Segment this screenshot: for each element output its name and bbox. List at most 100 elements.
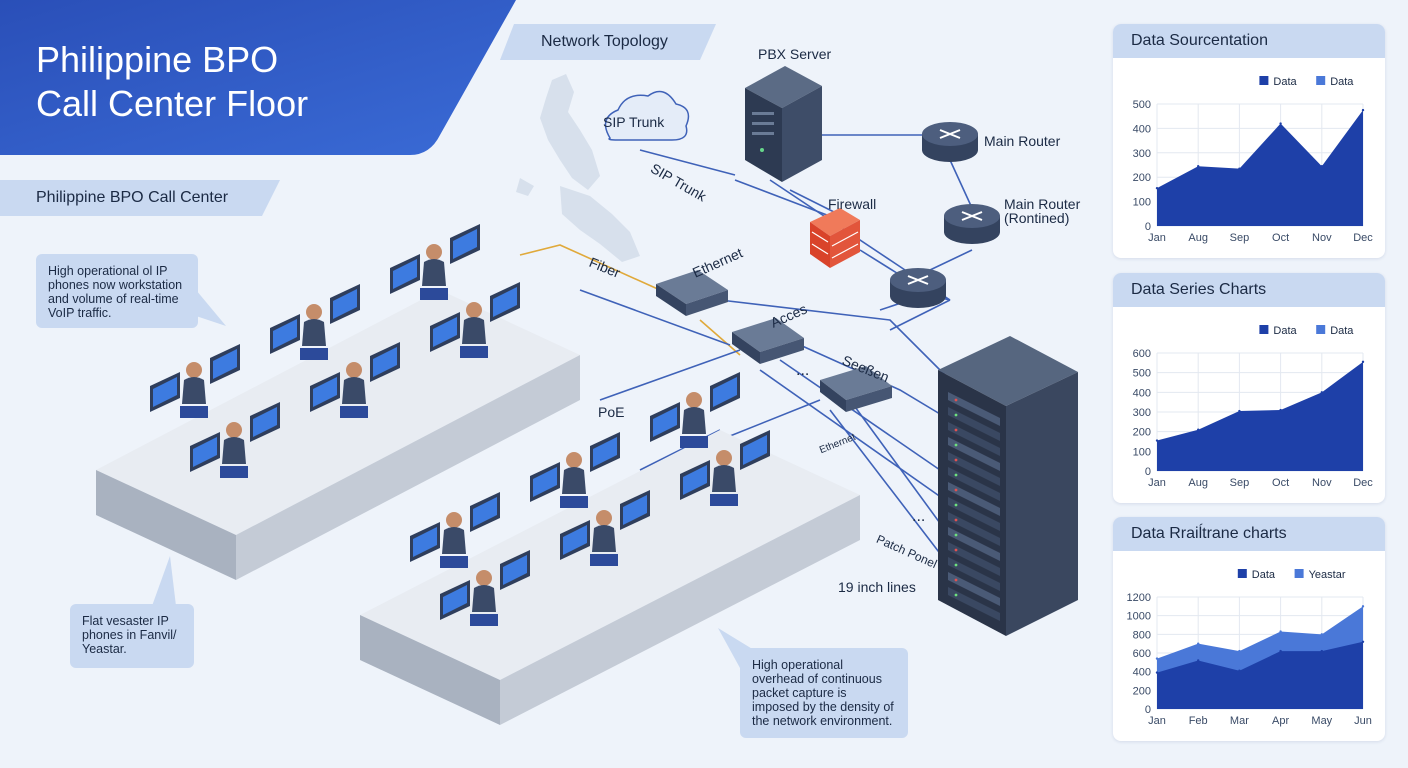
legend-label: Data [1330,325,1354,337]
data-point [1155,657,1159,660]
rack-unit [948,587,1000,621]
agent-head [476,570,492,586]
y-tick-label: 400 [1133,123,1151,135]
x-tick-label: Aug [1188,232,1208,244]
agent-head [686,392,702,408]
x-tick-label: Dec [1353,477,1373,489]
legend-label: Data [1273,76,1297,88]
main-router-label: Main Router [984,133,1061,149]
rack-led [954,518,958,522]
data-point [1238,167,1241,170]
rack-led [954,488,958,492]
x-tick-label: Sep [1230,232,1250,244]
chart-2-title: Data Series Charts [1113,273,1385,307]
data-point [1279,649,1282,653]
legend-swatch [1294,569,1304,578]
y-tick-label: 600 [1133,648,1151,660]
rack-led [954,548,958,552]
rack-led [954,458,958,462]
monitor-screen [563,525,587,555]
monitor-screen [433,317,457,347]
philippines-map-shape [516,74,640,262]
section-label: Philippine BPO Call Center [36,189,229,206]
series-area-0 [1157,641,1363,709]
series-area-0 [1157,110,1363,226]
monitor-screen [473,497,497,527]
agent-body [342,377,366,404]
chair [340,406,368,418]
monitor-screen [713,377,737,407]
main-router-routined-line-2: (Rontined) [1004,210,1070,226]
monitor-screen [213,349,237,379]
data-point [1361,108,1365,112]
rack-unit [948,407,1000,441]
y-tick-label: 100 [1133,446,1151,458]
x-tick-label: Dec [1353,232,1373,244]
data-point [1279,122,1282,125]
rack-unit [948,557,1000,591]
x-tick-label: May [1311,715,1332,727]
callout-ip-phones: High operational ol IP phones now workst… [36,254,198,328]
chair [300,348,328,360]
x-tick-label: Jan [1148,477,1166,489]
callout-packet-capture: High operational overhead of continuous … [740,648,908,738]
chair [440,556,468,568]
y-tick-label: 200 [1133,172,1151,184]
x-tick-label: Apr [1272,715,1289,727]
data-point [1320,649,1323,653]
access-switch-icon [732,318,804,364]
monitor-screen [393,259,417,289]
y-tick-label: 1000 [1127,611,1151,623]
rack-unit [948,497,1000,531]
rack-unit [948,452,1000,486]
data-point [1361,360,1365,364]
monitor-screen [683,465,707,495]
callout-fanvil: Flat vesaster IP phones in Fanvil/ Yeast… [70,604,194,668]
poe-label: PoE [598,404,625,420]
series-area-0 [1157,361,1363,471]
x-tick-label: Aug [1188,477,1208,489]
rack-unit [948,422,1000,456]
monitor-screen [193,437,217,467]
chair [560,496,588,508]
data-point [1279,630,1282,633]
rack-unit [948,437,1000,471]
monitor-screen [453,229,477,259]
callout-pointer-2 [152,556,176,606]
ethernet-switch-icon [656,270,728,316]
y-tick-label: 300 [1133,148,1151,160]
legend-swatch [1316,76,1326,85]
data-point [1320,633,1323,636]
chair [470,614,498,626]
rack-led [954,443,958,447]
chair [590,554,618,566]
data-point [1155,186,1159,190]
rack-rows [948,392,1000,621]
agent-body [422,259,446,286]
rack-led [954,578,958,582]
main-router-routined-line-1: Main Router [1004,196,1081,212]
rack-unit [948,467,1000,501]
y-tick-label: 0 [1145,704,1151,716]
chart-3-title: Data Rraiĺtrane charts [1113,517,1385,551]
data-point [1238,669,1241,672]
agent-body [682,407,706,434]
section-pill [0,180,280,216]
x-tick-label: Mar [1230,715,1249,727]
monitor-screen [413,527,437,557]
legend-label: Data [1252,569,1276,581]
title-line-2: Call Center Floor [36,83,309,124]
core-router-icon [890,268,946,308]
ellipsis-1: ... [796,362,810,379]
agent-head [446,512,462,528]
data-point [1197,642,1200,645]
y-tick-label: 200 [1133,685,1151,697]
agent-head [716,450,732,466]
y-tick-label: 300 [1133,407,1151,419]
rack-led [954,473,958,477]
monitor-screen [533,467,557,497]
x-tick-label: Sep [1230,477,1250,489]
